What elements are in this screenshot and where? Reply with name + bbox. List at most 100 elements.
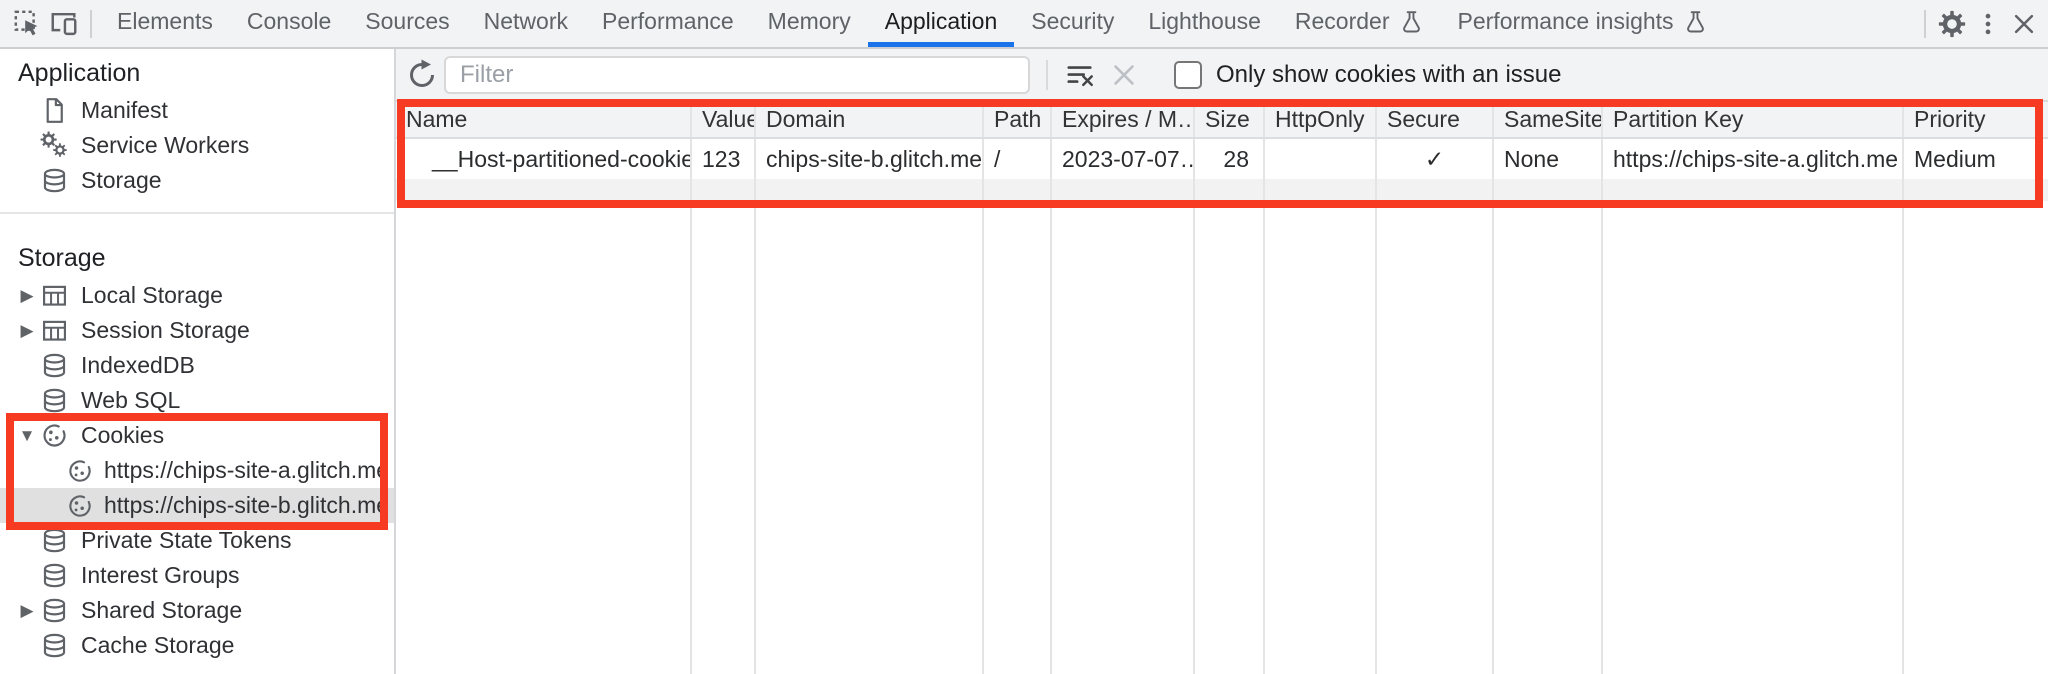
clear-filter-button[interactable]	[1058, 48, 1102, 101]
database-icon	[40, 166, 69, 195]
sidebar-item-indexeddb[interactable]: IndexedDB	[0, 348, 394, 383]
cookie-row[interactable]: __Host-partitioned-cookie 123 chips-site…	[396, 139, 2048, 179]
document-icon	[40, 96, 69, 125]
sidebar-item-private-state-tokens[interactable]: Private State Tokens	[0, 523, 394, 558]
settings-button[interactable]	[1934, 0, 1970, 47]
device-toolbar-icon	[49, 9, 79, 39]
toggle-device-toolbar-button[interactable]	[46, 0, 82, 47]
tab-performance[interactable]: Performance	[602, 7, 734, 34]
sidebar-item-cookies-chips-site-b[interactable]: https://chips-site-b.glitch.me	[0, 488, 394, 523]
cookie-icon	[66, 492, 94, 520]
kebab-menu-icon	[1974, 10, 2002, 38]
service-worker-gears-icon	[40, 131, 69, 160]
inspect-element-button[interactable]	[10, 0, 46, 47]
experiment-flask-icon	[1683, 9, 1708, 34]
tab-elements[interactable]: Elements	[117, 7, 213, 34]
close-devtools-button[interactable]	[2006, 0, 2042, 47]
expander-collapsed-icon[interactable]: ▶	[20, 600, 34, 620]
cookies-table: Name Value Domain Path Expires / M… Size…	[396, 102, 2048, 674]
sidebar-item-label: Cache Storage	[81, 632, 235, 658]
delete-selected-button[interactable]	[1102, 48, 1146, 101]
tab-recorder-label: Recorder	[1294, 7, 1390, 34]
expander-collapsed-icon[interactable]: ▶	[20, 285, 34, 305]
database-icon	[40, 351, 69, 380]
sidebar-item-local-storage[interactable]: ▶ Local Storage	[0, 278, 394, 313]
empty-row-stripe	[396, 179, 2048, 201]
expander-expanded-icon[interactable]: ▼	[18, 425, 36, 445]
tab-application[interactable]: Application	[867, 0, 1015, 47]
sidebar-item-cookies-chips-site-a[interactable]: https://chips-site-a.glitch.me	[0, 453, 394, 488]
cell-httponly	[1265, 139, 1377, 179]
database-icon	[40, 526, 69, 555]
cell-samesite: None	[1494, 139, 1603, 179]
close-icon	[2010, 10, 2038, 38]
sidebar-item-service-workers[interactable]: Service Workers	[0, 128, 394, 163]
column-header-secure[interactable]: Secure	[1377, 102, 1494, 137]
tab-performance-insights[interactable]: Performance insights	[1441, 0, 1725, 47]
tab-network[interactable]: Network	[483, 7, 568, 34]
expander-collapsed-icon[interactable]: ▶	[20, 320, 34, 340]
sidebar-item-label: Cookies	[81, 422, 165, 448]
sidebar-item-interest-groups[interactable]: Interest Groups	[0, 558, 394, 593]
sidebar-item-storage[interactable]: Storage	[0, 163, 394, 198]
tabbar-separator	[90, 9, 92, 38]
cell-path: /	[984, 139, 1052, 179]
table-empty-area	[396, 201, 2048, 674]
sidebar-section-storage: Storage	[18, 244, 106, 272]
sidebar-item-shared-storage[interactable]: ▶ Shared Storage	[0, 593, 394, 628]
refresh-button[interactable]	[404, 49, 440, 100]
experiment-flask-icon	[1399, 9, 1424, 34]
sidebar-item-web-sql[interactable]: Web SQL	[0, 383, 394, 418]
tab-lighthouse[interactable]: Lighthouse	[1148, 7, 1261, 34]
tab-sources[interactable]: Sources	[365, 7, 450, 34]
sidebar-item-cache-storage[interactable]: Cache Storage	[0, 628, 394, 663]
tabbar-right-controls	[1916, 0, 2048, 47]
tab-memory[interactable]: Memory	[767, 7, 851, 34]
sidebar-item-label: Storage	[81, 167, 162, 193]
sidebar-item-label: Local Storage	[81, 282, 223, 308]
tab-performance-insights-label: Performance insights	[1457, 7, 1674, 34]
application-panel: Application Manifest Service Workers Sto…	[0, 49, 2048, 674]
only-issues-checkbox[interactable]	[1174, 60, 1202, 89]
tab-security[interactable]: Security	[1031, 7, 1115, 34]
filter-input[interactable]	[444, 55, 1030, 94]
cookies-table-header-row: Name Value Domain Path Expires / M… Size…	[396, 102, 2048, 139]
database-icon	[40, 631, 69, 660]
column-header-samesite[interactable]: SameSite	[1494, 102, 1603, 137]
panel-tabs: Elements Console Sources Network Perform…	[100, 0, 1725, 47]
cookies-pane: Only show cookies with an issue Name Val…	[396, 49, 2048, 674]
database-icon	[40, 596, 69, 625]
sidebar-item-label: Private State Tokens	[81, 527, 292, 553]
column-header-priority[interactable]: Priority	[1914, 106, 1986, 132]
table-icon	[40, 281, 69, 310]
column-header-httponly[interactable]: HttpOnly	[1265, 102, 1377, 137]
sidebar-item-cookies[interactable]: ▼ Cookies	[0, 418, 394, 453]
more-options-button[interactable]	[1970, 0, 2006, 47]
table-icon	[40, 316, 69, 345]
inspect-cursor-icon	[13, 9, 43, 39]
sidebar-item-manifest[interactable]: Manifest	[0, 93, 394, 128]
column-header-size[interactable]: Size	[1195, 102, 1265, 137]
sidebar-item-label: IndexedDB	[81, 352, 195, 378]
cookie-icon	[66, 457, 94, 485]
delete-x-icon	[1109, 60, 1139, 90]
cell-expires: 2023-07-07…	[1052, 139, 1195, 179]
tab-console[interactable]: Console	[246, 7, 332, 34]
sidebar-item-label: Interest Groups	[81, 562, 240, 588]
sidebar-item-label: Session Storage	[81, 317, 250, 343]
cell-priority: Medium	[1914, 146, 1996, 172]
only-issues-checkbox-label[interactable]: Only show cookies with an issue	[1216, 60, 1562, 88]
clear-filter-icon	[1065, 60, 1095, 90]
column-header-domain[interactable]: Domain	[756, 102, 984, 137]
sidebar-item-session-storage[interactable]: ▶ Session Storage	[0, 313, 394, 348]
tab-recorder[interactable]: Recorder	[1278, 0, 1441, 47]
cell-value: 123	[692, 139, 756, 179]
column-header-name[interactable]: Name	[396, 102, 692, 137]
column-header-partition-key[interactable]: Partition Key	[1603, 102, 1904, 137]
column-header-path[interactable]: Path	[984, 102, 1052, 137]
cookie-icon	[40, 421, 69, 450]
cell-name: __Host-partitioned-cookie	[396, 139, 692, 179]
cell-domain: chips-site-b.glitch.me	[756, 139, 984, 179]
column-header-value[interactable]: Value	[692, 102, 756, 137]
column-header-expires[interactable]: Expires / M…	[1052, 102, 1195, 137]
